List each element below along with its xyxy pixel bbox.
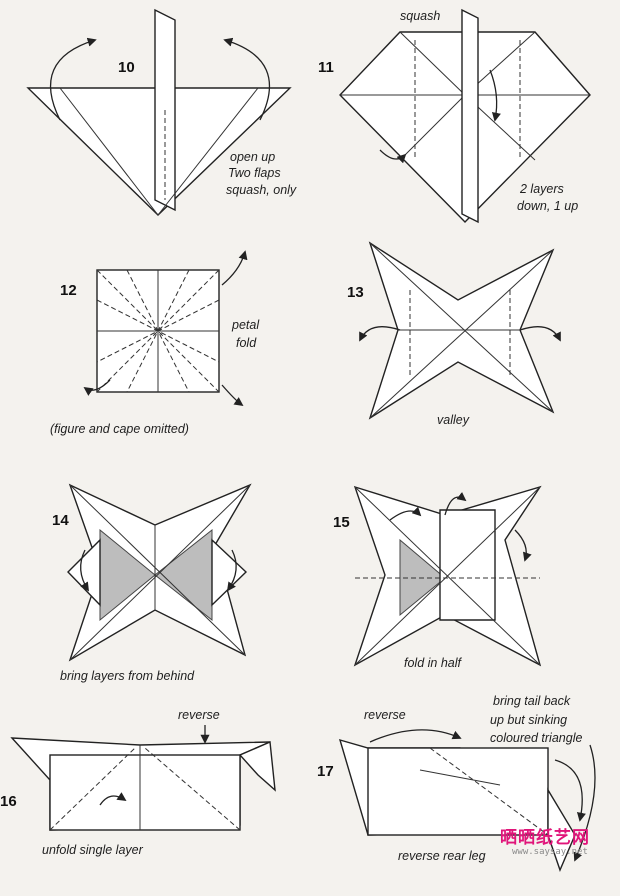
- step-13-label-valley: valley: [437, 413, 469, 427]
- step-14-diagram: [67, 483, 252, 662]
- step-number-17: 17: [317, 763, 334, 780]
- step-17-label-reverse-rear-leg: reverse rear leg: [398, 849, 486, 863]
- step-15-diagram: [353, 485, 542, 667]
- step-number-13: 13: [347, 284, 364, 301]
- step-11-label-2-layers: 2 layers: [520, 182, 564, 196]
- step-12-label-figure-omitted: (figure and cape omitted): [50, 422, 189, 436]
- step-15-label-fold-in-half: fold in half: [404, 656, 461, 670]
- step-10-label-two-flaps: Two flaps: [228, 166, 281, 180]
- step-number-16: 16: [0, 793, 17, 810]
- step-16-label-reverse: reverse: [178, 708, 220, 722]
- step-number-15: 15: [333, 514, 350, 531]
- watermark-url: www.saysay.net: [512, 847, 588, 857]
- step-10-diagram: [26, 8, 292, 216]
- step-17-label-bring-tail-back: bring tail back: [493, 694, 571, 708]
- step-11-label-squash: squash: [400, 9, 441, 23]
- step-17-label-reverse: reverse: [364, 708, 406, 722]
- step-number-14: 14: [52, 512, 69, 529]
- step-16-diagram: [10, 725, 276, 831]
- step-10-label-open-up: open up: [230, 150, 276, 164]
- watermark-logo: 晒晒纸艺网: [500, 828, 590, 848]
- step-11-diagram: [339, 8, 591, 224]
- step-14-label-bring-layers: bring layers from behind: [60, 669, 195, 683]
- step-16-label-unfold-single-layer: unfold single layer: [42, 843, 143, 857]
- step-13-diagram: [359, 241, 561, 420]
- step-12-label-petal: petal: [232, 318, 260, 332]
- step-17-label-up-but-sinking: up but sinking: [490, 713, 568, 727]
- step-number-11: 11: [318, 59, 334, 76]
- step-number-10: 10: [118, 59, 135, 76]
- step-11-label-down-1-up: down, 1 up: [517, 199, 579, 213]
- step-17-label-coloured-triangle: coloured triangle: [490, 731, 583, 745]
- step-17-diagram: [338, 729, 596, 872]
- step-number-12: 12: [60, 282, 77, 299]
- step-12-diagram: [83, 250, 248, 407]
- step-12-label-fold: fold: [236, 336, 257, 350]
- step-10-label-squash-only: squash, only: [226, 183, 297, 197]
